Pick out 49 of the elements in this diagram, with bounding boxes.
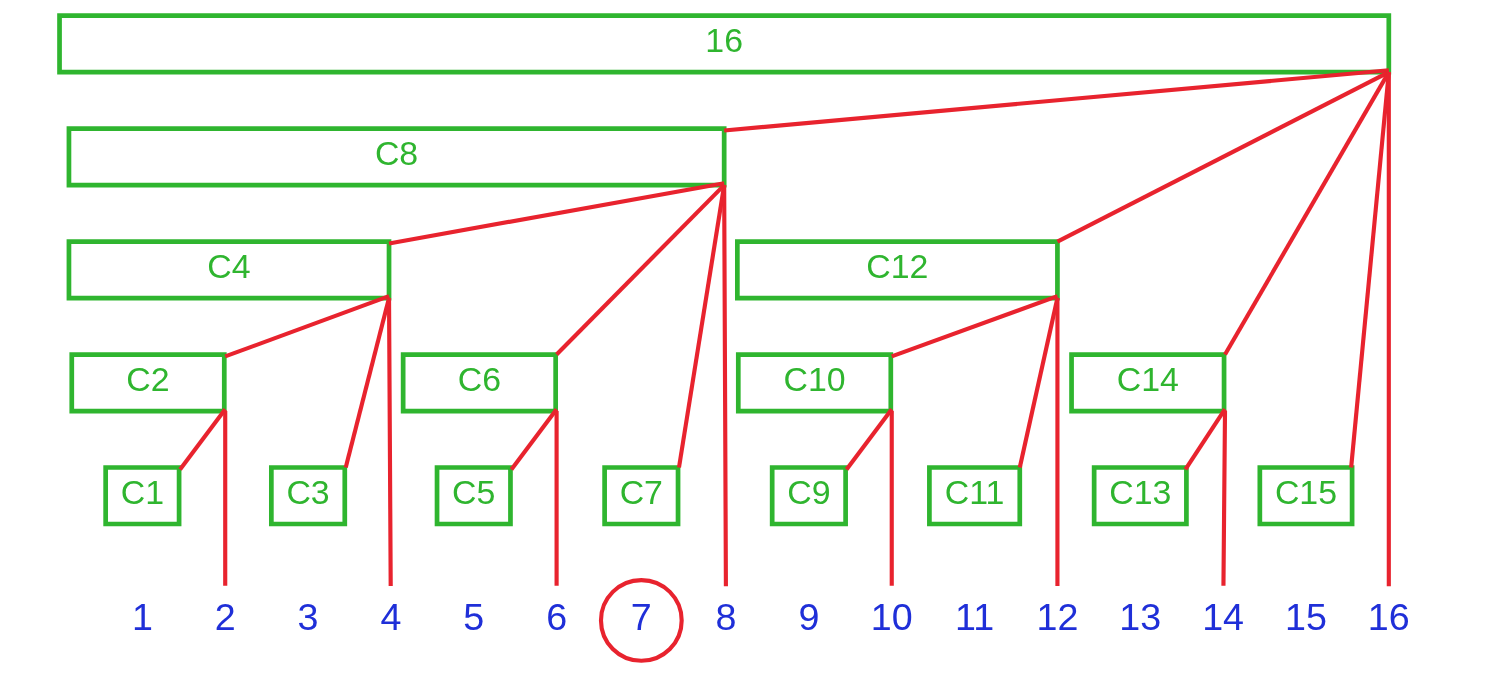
node-box: C10 <box>735 352 894 414</box>
node-text: 5 <box>463 595 485 638</box>
node-text: 6 <box>546 595 568 638</box>
node-box: 16 <box>57 13 1392 75</box>
node-text: 14 <box>1202 595 1245 638</box>
node-box: C13 <box>1091 465 1189 527</box>
connector <box>724 68 1389 133</box>
connector <box>1056 70 1390 244</box>
node-box: C9 <box>769 465 848 527</box>
connector <box>891 294 1059 359</box>
node-text: 2 <box>214 595 236 638</box>
node-box: C2 <box>69 352 227 414</box>
node-text: 9 <box>798 595 820 638</box>
connector <box>1183 408 1227 471</box>
connector <box>1386 72 1391 587</box>
connector <box>1221 411 1228 586</box>
node-text: 1 <box>131 595 153 638</box>
connector <box>554 411 559 586</box>
node-box: C1 <box>103 465 182 527</box>
connector <box>889 411 894 586</box>
node-text: 16 <box>1367 595 1410 638</box>
node-text: 11 <box>955 595 995 638</box>
node-box: C6 <box>400 352 558 414</box>
node-text: 12 <box>1036 595 1079 638</box>
connector <box>224 294 390 359</box>
node-text: 3 <box>297 595 319 638</box>
connector <box>388 181 725 246</box>
node-circle: 7 <box>598 578 684 663</box>
node-text: 10 <box>870 595 913 638</box>
node-box: C11 <box>927 465 1023 527</box>
node-box: C15 <box>1257 465 1355 527</box>
connector <box>1055 298 1060 586</box>
node-box: C14 <box>1069 352 1227 414</box>
node-box: C4 <box>66 239 392 301</box>
node-text: 8 <box>715 595 737 638</box>
connector <box>178 407 227 471</box>
node-text: 15 <box>1285 595 1327 638</box>
node-box: C12 <box>735 239 1060 301</box>
node-box: C7 <box>602 465 681 527</box>
connector <box>844 407 894 471</box>
node-box: C5 <box>434 465 513 527</box>
connector <box>509 407 559 471</box>
connector <box>386 298 393 586</box>
connector <box>722 185 728 587</box>
connector <box>223 411 228 586</box>
node-box: C8 <box>66 126 727 188</box>
node-text: 4 <box>380 595 402 638</box>
node-text: 13 <box>1119 595 1162 638</box>
node-box: C3 <box>269 465 348 527</box>
